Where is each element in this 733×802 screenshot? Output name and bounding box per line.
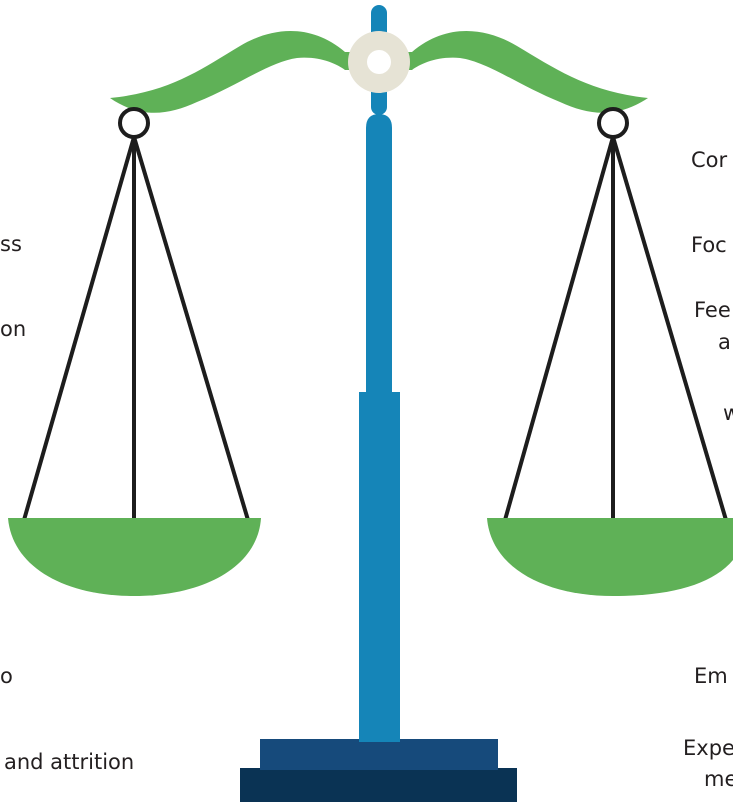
- scale-post-lower: [359, 392, 400, 742]
- left-label-1: ss: [0, 232, 22, 256]
- left-pan: [8, 518, 261, 596]
- right-hook-ring: [597, 107, 629, 139]
- right-label-3: Fee: [694, 298, 731, 322]
- right-label-6: Em: [694, 664, 728, 688]
- left-label-2: on: [0, 317, 27, 341]
- scale-base-bottom: [240, 768, 517, 802]
- scale-base-top: [260, 739, 498, 770]
- pivot-hole: [367, 50, 391, 74]
- right-label-8: me: [704, 767, 733, 791]
- right-chain-right: [611, 136, 728, 521]
- scale-beam: [110, 31, 648, 113]
- left-hook-ring: [118, 107, 150, 139]
- left-label-3: o: [0, 664, 13, 688]
- right-chain-left: [503, 136, 615, 521]
- right-label-2: Foc: [691, 233, 727, 257]
- right-pan: [487, 518, 733, 596]
- left-chain-left: [22, 136, 136, 521]
- right-label-4: a: [718, 330, 731, 354]
- right-label-7: Expe: [683, 736, 733, 760]
- right-label-1: Cor: [691, 148, 728, 172]
- left-chain-right: [132, 136, 250, 521]
- left-label-4: and attrition: [4, 750, 135, 774]
- scale-post-upper: [366, 114, 392, 392]
- right-label-5: w: [723, 401, 733, 425]
